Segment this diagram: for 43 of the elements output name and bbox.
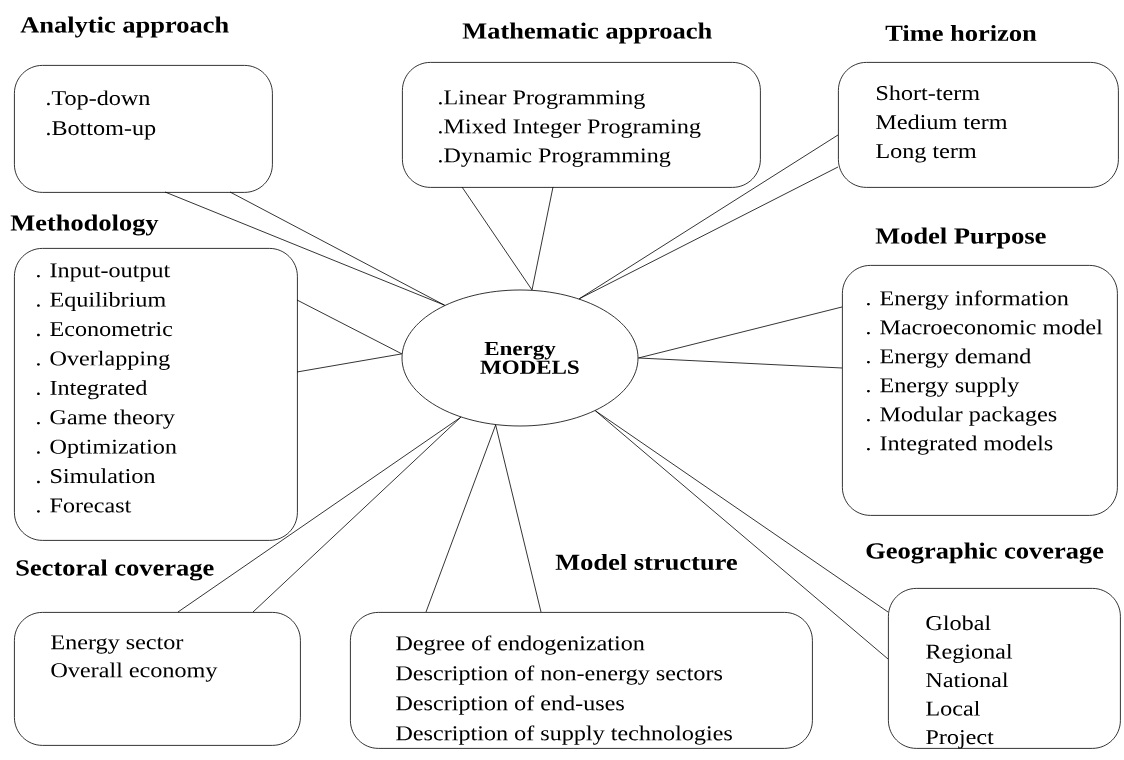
heading: Model Purpose [875,227,1046,249]
heading: Sectoral coverage [16,559,214,581]
node-label: . Forecast [37,498,132,513]
callout-box: Short-term Medium term Long term [838,62,1119,188]
node-label: . Optimization [37,439,177,459]
callout-box: .Linear Programming .Mixed Integer Programing .Dynamic Programming [402,62,761,188]
node-label: . Energy demand [867,348,1031,368]
node-label: Description of non-energy sectors [396,665,723,685]
node-label: . Simulation [37,468,156,484]
node-label: . Energy information [867,290,1069,310]
heading: Analytic approach [20,16,229,38]
callout-box: Energy sector Overall economy [14,612,301,746]
callout-pointer [425,424,542,613]
callout-box: . Energy information . Macroeconomic model . Energy demand . Energy supply . Modular packages . Integrated models [842,265,1118,516]
callout-box: . Input-output . Equilibrium . Econometric . Overlapping . Integrated . Game theory . Optimization . Simulation . Forecast [14,248,298,541]
node-label: . Game theory [37,409,175,429]
callout-box: Degree of endogenization Description of non-energy sectors Description of end-uses Description of supply technologies [350,612,813,749]
node-label: Degree of endogenization [396,635,645,655]
heading: Model structure [555,553,737,571]
node-label: . Energy supply [867,377,1020,397]
node-label: . Macroeconomic model [867,319,1103,335]
heading: Time horizon [885,24,1037,42]
node-label: . Equilibrium [37,291,166,312]
callout-pointer [578,134,839,300]
heading: Methodology [10,214,159,236]
callout-pointer [461,186,554,291]
heading: Geographic coverage [866,542,1104,564]
node-label: . Input-output [37,263,171,282]
node-label: Description of supply technologies [396,725,732,745]
node-label: . Integrated models [867,435,1053,455]
callout-box: Global Regional National Local Project [888,588,1121,749]
callout-pointer [638,306,843,369]
node-label: . Overlapping [37,350,170,370]
callout-box: .Top-down .Bottom-up [14,65,273,193]
node-label: . Modular packages [867,406,1057,426]
node-label: . Econometric [37,322,173,337]
callout-pointer [177,416,462,613]
heading: Mathematic approach [462,22,712,44]
node-label: Description of end-uses [396,695,624,715]
callout-pointer [164,191,446,306]
callout-pointer [296,299,403,373]
node-label: . Integrated [37,380,148,400]
callout-pointer [594,410,889,660]
